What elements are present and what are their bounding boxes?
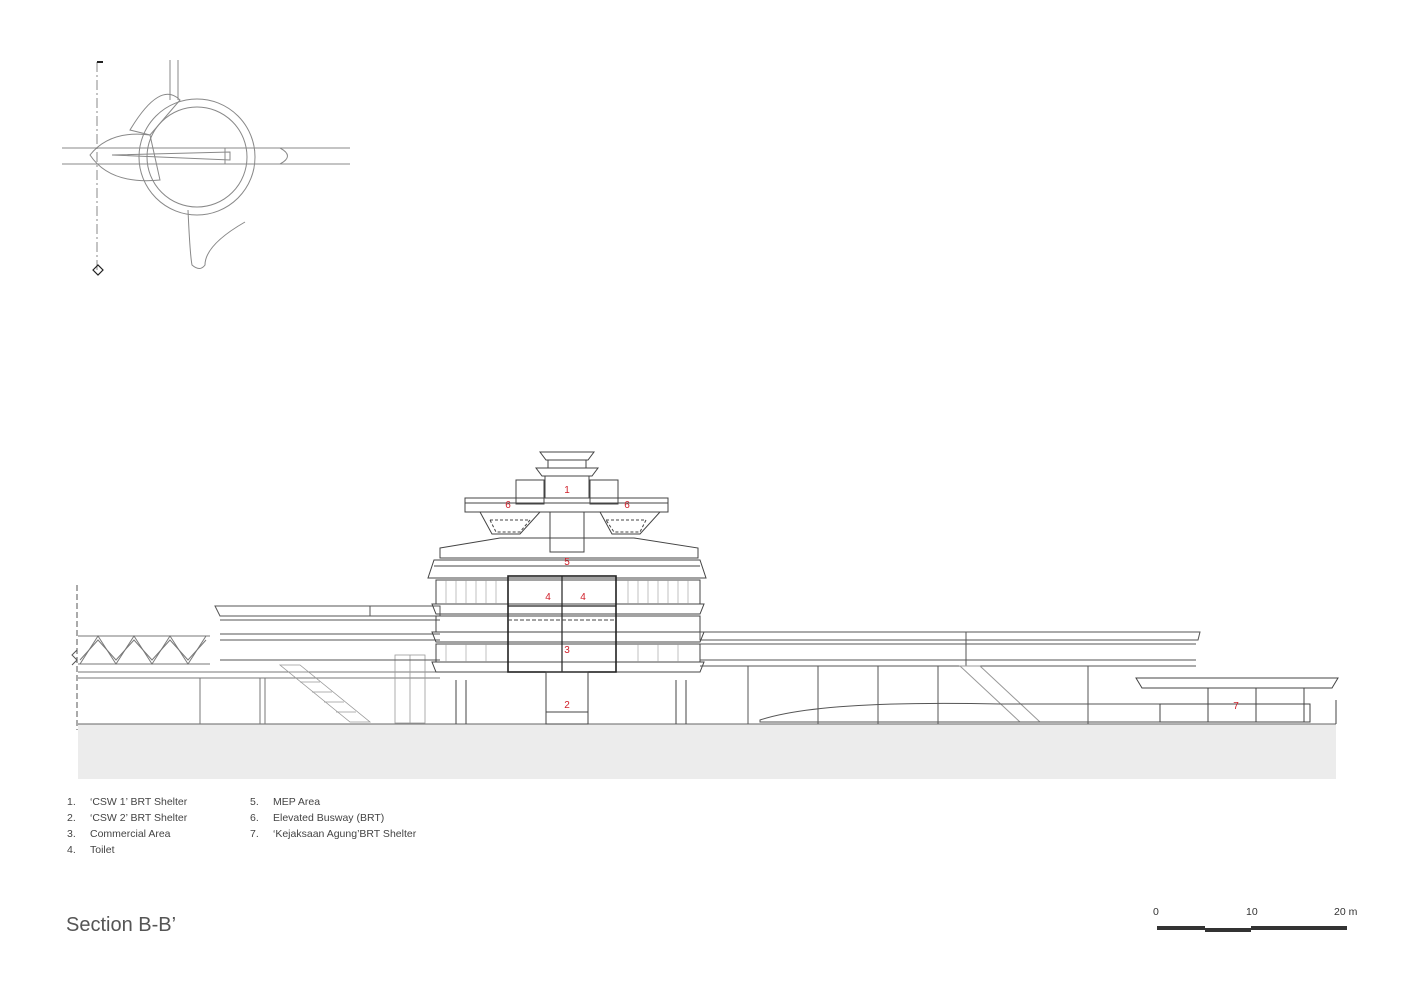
legend-num: 7. [250, 828, 259, 840]
ground [78, 723, 1336, 779]
marker-2: 2 [564, 700, 570, 711]
section-cut-marker-icon [92, 264, 104, 276]
right-ramp [759, 702, 1161, 723]
marker-1: 1 [564, 485, 570, 496]
legend-text: Elevated Busway (BRT) [273, 812, 385, 824]
central-tower [427, 451, 707, 725]
scale-label-end: 20 m [1334, 906, 1358, 918]
marker-6-right: 6 [624, 500, 630, 511]
legend-item-1: 1. ‘CSW 1’ BRT Shelter [67, 794, 187, 810]
marker-7: 7 [1233, 701, 1239, 712]
legend-item-2: 2. ‘CSW 2’ BRT Shelter [67, 810, 187, 826]
legend-column-2: 5. MEP Area 6. Elevated Busway (BRT) 7. … [250, 794, 416, 842]
legend-text: ‘Kejaksaan Agung’BRT Shelter [273, 828, 417, 840]
marker-6-left: 6 [505, 500, 511, 511]
legend-num: 3. [67, 828, 76, 840]
left-canopy [214, 605, 441, 661]
legend-text: Commercial Area [90, 828, 171, 840]
legend-item-6: 6. Elevated Busway (BRT) [250, 810, 416, 826]
legend-item-4: 4. Toilet [67, 842, 187, 858]
legend-text: MEP Area [273, 796, 321, 808]
legend-num: 5. [250, 796, 259, 808]
marker-5: 5 [564, 557, 570, 568]
right-canopy [699, 631, 1201, 724]
scale-bar [1157, 926, 1347, 932]
left-truss [78, 635, 440, 724]
legend-num: 2. [67, 812, 76, 824]
tower-glazing [445, 580, 689, 662]
legend-item-5: 5. MEP Area [250, 794, 416, 810]
marker-4-left: 4 [545, 592, 551, 603]
legend-text: ‘CSW 1’ BRT Shelter [90, 796, 188, 808]
legend-item-3: 3. Commercial Area [67, 826, 187, 842]
legend-text: Toilet [90, 844, 115, 856]
legend-column-1: 1. ‘CSW 1’ BRT Shelter 2. ‘CSW 2’ BRT Sh… [67, 794, 187, 858]
right-shelter [1135, 677, 1339, 724]
marker-4-right: 4 [580, 592, 586, 603]
scale-label-start: 0 [1153, 906, 1159, 918]
left-stair [278, 654, 426, 724]
legend-num: 1. [67, 796, 76, 808]
markers: 1 6 6 5 4 4 3 2 7 [505, 485, 1239, 712]
legend-num: 4. [67, 844, 76, 856]
marker-3: 3 [564, 645, 570, 656]
key-plan [62, 60, 350, 270]
legend-text: ‘CSW 2’ BRT Shelter [90, 812, 188, 824]
legend-item-7: 7. ‘Kejaksaan Agung’BRT Shelter [250, 826, 416, 842]
left-cut-line [71, 585, 78, 730]
scale-label-mid: 10 [1246, 906, 1258, 918]
drawing-title: Section B-B’ [66, 914, 177, 936]
legend-num: 6. [250, 812, 259, 824]
